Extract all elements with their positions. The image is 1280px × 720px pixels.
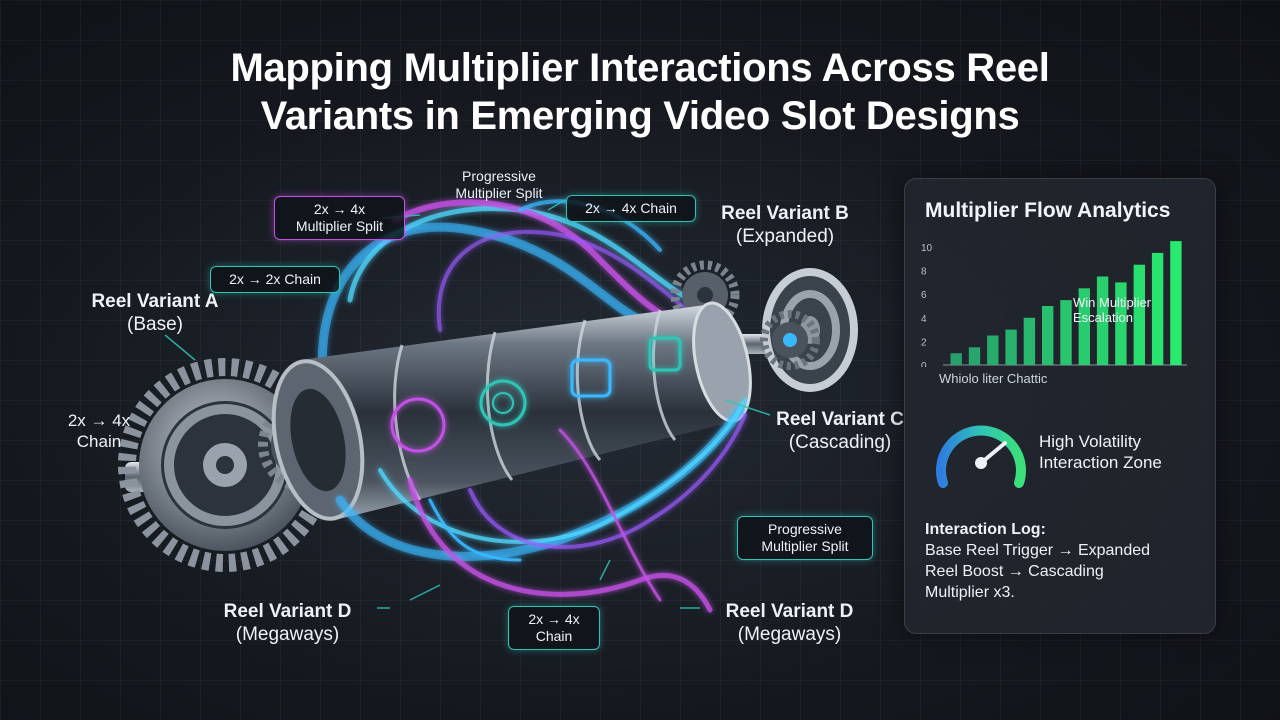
chain-2x-text: 2x → 2x Chain [229, 271, 321, 287]
reel-variant-b-label: Reel Variant B (Expanded) [700, 202, 870, 248]
chart-bar [1151, 252, 1164, 365]
reel-variant-d-left-name: Reel Variant D [223, 601, 352, 622]
interaction-log-line2: Reel Boost → Cascading [925, 563, 1104, 580]
chart-annotation-line2: Escalation [1073, 310, 1133, 325]
chain-bottom-value: 2x → 4x [528, 611, 580, 627]
chart-bar [1115, 282, 1127, 365]
chart-bar [968, 347, 981, 365]
chart-annotation: Win Multiplier Escalation [1073, 295, 1151, 325]
multiplier-flow-lines-front [335, 398, 747, 613]
title-line-2: Variants in Emerging Video Slot Designs [260, 94, 1020, 138]
reel-variant-d-right-type: (Megaways) [737, 624, 842, 645]
chart-bar [950, 353, 962, 365]
multiplier-split-value: 2x → 4x [313, 201, 366, 217]
volatility-zone-label: High Volatility Interaction Zone [1039, 431, 1162, 473]
chart-bar [1042, 306, 1054, 365]
progressive-split-top-line1: Progressive [462, 168, 536, 184]
chain-bottom-text: Chain [535, 628, 573, 644]
reel-symbols [390, 336, 682, 453]
page-title: Mapping Multiplier Interactions Across R… [0, 44, 1280, 140]
reel-variant-a-name: Reel Variant A [91, 291, 219, 312]
volatility-gauge-icon [936, 425, 1026, 488]
chain-left-label: 2x → 4x Chain [44, 410, 154, 452]
chain-2x-callout: 2x → 2x Chain [210, 266, 340, 293]
interaction-log-line1: Base Reel Trigger → Expanded [925, 542, 1151, 559]
progressive-split-top-callout: Progressive Multiplier Split [424, 164, 574, 206]
chart-annotation-line1: Win Multiplier [1073, 295, 1152, 310]
interaction-log-line3: Multiplier x3. [925, 584, 1015, 601]
progressive-split-bottom-callout: Progressive Multiplier Split [737, 516, 873, 560]
reel-variant-d-left-label: Reel Variant D (Megaways) [200, 600, 375, 646]
chart-footer: Whiolo liter Chattic [939, 371, 1048, 386]
chart-bar [1170, 241, 1182, 365]
reel-variant-c-type: (Cascading) [788, 432, 892, 453]
progressive-split-top-line2: Multiplier Split [455, 185, 543, 201]
chart-bar [1078, 288, 1090, 365]
reel-variant-b-type: (Expanded) [735, 226, 835, 247]
chain-bottom-callout: 2x → 4x Chain [508, 606, 600, 650]
multiplier-bar-chart: 10 8 6 4 2 0 [921, 241, 1187, 367]
chart-bar [1133, 264, 1145, 365]
multiplier-split-callout: 2x → 4x Multiplier Split [274, 196, 405, 240]
reel-variant-a-label: Reel Variant A (Base) [70, 290, 240, 336]
analytics-panel: Multiplier Flow Analytics 10 8 6 4 2 0 Win Mu… [904, 178, 1216, 634]
chart-bar [1096, 276, 1109, 365]
leader-lines [164, 199, 771, 609]
y-tick-label: 10 [921, 243, 933, 254]
reel-variant-b-name: Reel Variant B [721, 203, 849, 224]
y-tick-label: 0 [921, 361, 927, 367]
y-tick-label: 4 [921, 314, 927, 325]
chart-bar [987, 335, 999, 365]
interaction-log: Interaction Log: Base Reel Trigger → Exp… [925, 519, 1150, 603]
reel-variant-c-label: Reel Variant C (Cascading) [750, 408, 930, 454]
progressive-split-bottom-line1: Progressive [768, 521, 842, 537]
title-line-1: Mapping Multiplier Interactions Across R… [230, 46, 1050, 90]
reel-variant-a-type: (Base) [127, 314, 183, 335]
chain-left-text: Chain [76, 432, 122, 451]
reel-cylinder [271, 301, 752, 521]
chain-top-callout: 2x → 4x Chain [566, 195, 696, 222]
interaction-log-heading: Interaction Log: [925, 521, 1046, 538]
volatility-zone-line2: Interaction Zone [1039, 453, 1162, 472]
right-mid-gear-icon [760, 310, 820, 370]
chart-bar [1060, 300, 1072, 365]
panel-title: Multiplier Flow Analytics [925, 199, 1171, 222]
reel-variant-d-right-label: Reel Variant D (Megaways) [702, 600, 877, 646]
reel-variant-d-left-type: (Megaways) [235, 624, 340, 645]
multiplier-split-text: Multiplier Split [295, 218, 384, 234]
y-tick-label: 2 [921, 337, 927, 348]
chain-left-value: 2x → 4x [67, 411, 131, 430]
chart-bar [1023, 317, 1036, 365]
progressive-split-bottom-line2: Multiplier Split [761, 538, 849, 554]
chart-bar [1005, 329, 1017, 365]
volatility-zone-line1: High Volatility [1039, 432, 1142, 451]
reel-variant-d-right-name: Reel Variant D [725, 601, 854, 622]
y-tick-label: 8 [921, 267, 927, 278]
y-tick-label: 6 [921, 290, 927, 301]
chain-top-text: 2x → 4x Chain [585, 200, 677, 216]
reel-variant-c-name: Reel Variant C [776, 409, 904, 430]
